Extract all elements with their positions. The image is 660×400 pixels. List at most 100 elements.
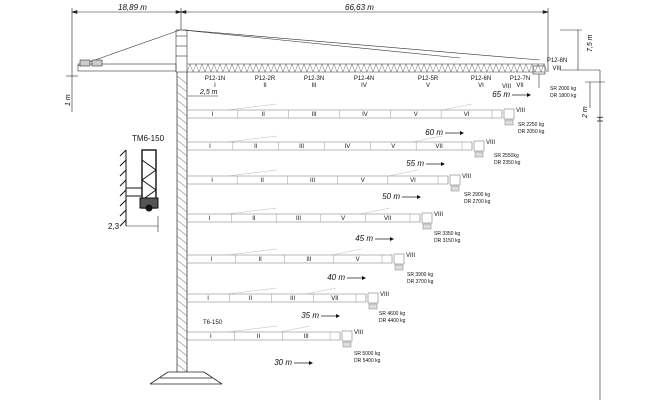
jib-brace <box>432 63 437 73</box>
jib-brace <box>405 63 410 73</box>
jib-brace <box>339 63 344 73</box>
single-reeving-load: SR 5000 kg <box>354 351 380 357</box>
hook-trolley <box>342 341 352 348</box>
jib-brace <box>204 63 209 73</box>
jib-brace <box>267 63 272 73</box>
config-end-section: VIII <box>462 174 471 180</box>
mast-brace <box>176 99 188 109</box>
tower-top <box>77 29 541 73</box>
jib-brace <box>420 63 425 73</box>
hook-trolley <box>368 303 378 310</box>
config-end-section: VIII <box>354 330 363 336</box>
jib-brace <box>450 63 455 73</box>
jib-brace <box>195 63 200 73</box>
config-end-section: VIII <box>434 212 443 218</box>
config-end-section: VIII <box>516 108 525 114</box>
jib-brace <box>201 63 206 73</box>
config-section-roman: III <box>299 144 304 150</box>
jib-brace <box>282 63 287 73</box>
jib-brace <box>426 63 431 73</box>
mast-brace <box>176 211 188 221</box>
jib-brace <box>294 63 299 73</box>
config-section-roman: III <box>310 178 315 184</box>
mast-brace <box>176 163 188 173</box>
jib-brace <box>312 63 317 73</box>
config-section-roman: V <box>414 112 418 118</box>
mast-brace <box>176 267 188 277</box>
config-tip <box>473 140 485 152</box>
jib-brace <box>438 63 443 73</box>
mast-brace <box>176 347 188 357</box>
jib-brace <box>327 63 332 73</box>
jib-brace <box>474 63 479 73</box>
config-pendant <box>226 135 278 143</box>
mast-brace <box>176 275 188 285</box>
length-arrowhead <box>460 131 464 135</box>
mast-brace <box>176 363 188 373</box>
jib-brace <box>444 63 449 73</box>
config-section-roman: II <box>252 216 256 222</box>
config-section-roman: I <box>211 178 213 184</box>
left-drop: 1 m <box>65 94 72 106</box>
jib-brace <box>222 63 227 73</box>
mast-brace <box>176 187 188 197</box>
jib-brace <box>189 63 194 73</box>
hook-trolley <box>422 223 432 230</box>
config-section-roman: VII <box>435 144 443 150</box>
config-section-roman: III <box>290 296 295 302</box>
jib-brace <box>345 63 350 73</box>
jib-brace <box>357 63 362 73</box>
jib-brace <box>528 63 533 73</box>
config-section-roman: I <box>210 334 212 340</box>
jib-section-roman: II <box>263 83 267 89</box>
config-section-roman: III <box>312 112 317 118</box>
config-section-roman: II <box>249 296 253 302</box>
jib-brace <box>396 63 401 73</box>
config-section-roman: II <box>262 112 266 118</box>
config-pendant <box>387 169 419 177</box>
jib-brace <box>516 63 521 73</box>
mast-brace <box>176 83 188 93</box>
config-length: 65 m <box>492 90 510 99</box>
jib-brace <box>264 63 269 73</box>
config-section-roman: I <box>211 257 213 263</box>
jib-section-code: P12-8N <box>547 58 567 64</box>
config-length: 55 m <box>406 159 424 168</box>
mast-brace <box>176 235 188 245</box>
base-width-dim <box>126 216 159 232</box>
jib-brace <box>411 63 416 73</box>
mast-brace <box>176 251 188 261</box>
jib-brace <box>258 63 263 73</box>
jib-brace <box>423 63 428 73</box>
config-pendant <box>441 103 473 111</box>
mast-brace <box>176 195 188 205</box>
config-end-section: VIII <box>502 84 511 90</box>
config-section-roman: III <box>304 334 309 340</box>
jib-brace <box>477 63 482 73</box>
config-pendant <box>226 248 278 256</box>
climbing-frame <box>119 149 159 227</box>
jib-brace <box>495 63 500 73</box>
single-reeving-load: SR 2250 kg <box>518 122 544 128</box>
config-section-roman: VII <box>331 296 339 302</box>
jib-brace <box>324 63 329 73</box>
jib-brace <box>381 63 386 73</box>
jib-brace <box>447 63 452 73</box>
right-dimensions <box>560 29 605 400</box>
mast-brace <box>176 75 188 85</box>
config-section-roman: III <box>306 257 311 263</box>
config-length: 35 m <box>301 311 319 320</box>
config-pendant <box>305 287 337 295</box>
jib-brace <box>378 63 383 73</box>
jib-brace <box>192 63 197 73</box>
length-arrowhead <box>309 361 313 365</box>
mast-brace <box>176 91 188 101</box>
jib-section-code: P12-6N <box>471 76 491 82</box>
config-tip <box>421 212 433 224</box>
jib-brace <box>384 63 389 73</box>
jib-brace <box>519 63 524 73</box>
jib-brace <box>417 63 422 73</box>
